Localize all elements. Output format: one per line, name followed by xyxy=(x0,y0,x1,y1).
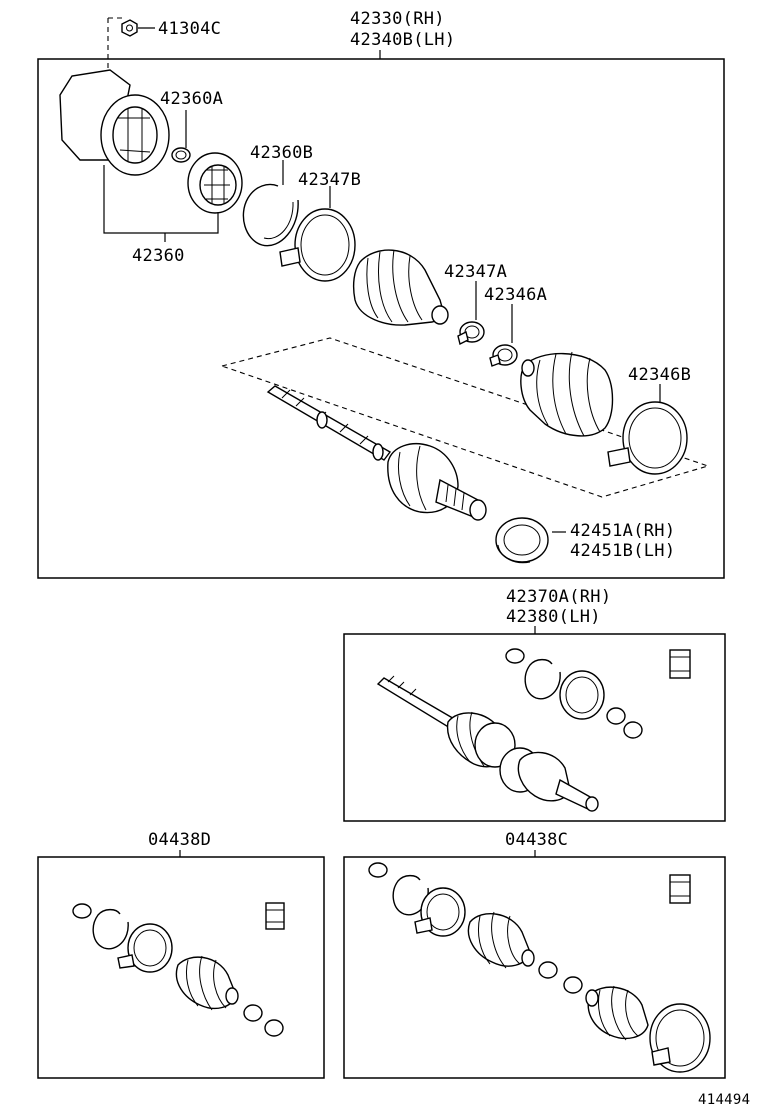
outer-housing-icon xyxy=(59,69,170,176)
dust-seal-icon xyxy=(495,517,549,564)
label-42346a: 42346A xyxy=(484,285,547,305)
label-04438d: 04438D xyxy=(148,830,211,850)
drive-shaft-icon xyxy=(266,385,392,461)
label-42370a-rh: 42370A(RH) xyxy=(506,587,611,607)
figure-number: 414494 xyxy=(698,1092,750,1108)
label-42346b: 42346B xyxy=(628,365,691,385)
outer-cv-joint-icon xyxy=(387,443,487,521)
boot-clamp-42347b-icon xyxy=(279,208,356,282)
label-04438c: 04438C xyxy=(505,830,568,850)
nut-41304c-icon xyxy=(121,19,138,37)
label-42451b-lh: 42451B(LH) xyxy=(570,541,675,561)
inner-boot-icon xyxy=(352,249,449,326)
snap-ring-42360a-icon xyxy=(171,147,191,163)
bearing-cage-icon xyxy=(187,152,243,214)
label-42347a: 42347A xyxy=(444,262,507,282)
label-42330-rh: 42330(RH) xyxy=(350,9,445,29)
assembly-box-42330 xyxy=(37,58,725,579)
boot-clamp-42346b-icon xyxy=(607,401,688,475)
kit-box-04438c xyxy=(343,856,726,1079)
shaft-assembly-icon xyxy=(376,648,691,812)
boot-clamp-42347a-icon xyxy=(457,321,485,346)
assembly-box-42370a xyxy=(343,633,726,822)
label-42340b-lh: 42340B(LH) xyxy=(350,30,455,50)
label-42380-lh: 42380(LH) xyxy=(506,607,601,627)
kit-box-04438d xyxy=(37,856,325,1079)
label-42451a-rh: 42451A(RH) xyxy=(570,521,675,541)
label-42360a: 42360A xyxy=(160,89,223,109)
boot-kit-04438d-icon xyxy=(72,902,285,1037)
label-41304c: 41304C xyxy=(158,19,221,39)
boot-clamp-42346a-icon xyxy=(489,344,518,367)
label-42347b: 42347B xyxy=(298,170,361,190)
snap-ring-42360b-icon xyxy=(242,183,299,247)
boot-kit-04438c-icon xyxy=(368,862,711,1073)
label-42360: 42360 xyxy=(132,246,185,266)
label-42360b: 42360B xyxy=(250,143,313,163)
outer-boot-icon xyxy=(520,351,614,437)
